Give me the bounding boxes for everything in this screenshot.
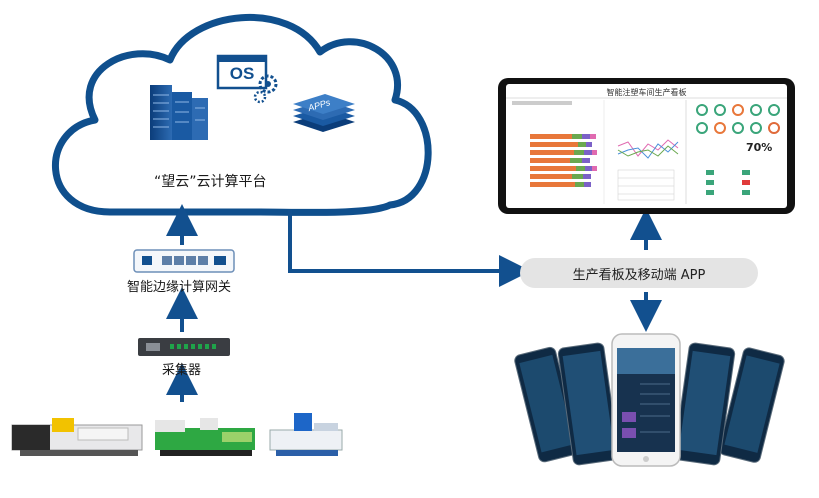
cloud-to-app-connector	[288, 210, 531, 287]
app-pill-label: 生产看板及移动端 APP	[572, 267, 706, 283]
dashboard-status-rows	[706, 170, 750, 195]
collector-label: 采集器	[162, 363, 202, 378]
dashboard-gauges	[696, 104, 780, 134]
apps-stack-icon	[293, 94, 355, 132]
injection-machine-1	[11, 418, 143, 456]
cloud-shape	[51, 13, 432, 216]
gateway-label: 智能边缘计算网关	[127, 280, 232, 295]
os-icon-text: OS	[230, 64, 255, 83]
dashboard-graphics	[506, 97, 787, 204]
injection-machine-3	[269, 413, 343, 456]
os-icon	[216, 54, 278, 104]
dashboard-screen: 智能注塑车间生产看板	[506, 84, 787, 208]
dashboard-title: 智能注塑车间生产看板	[606, 88, 687, 97]
edge-gateway-device	[133, 249, 235, 273]
data-collector-device	[138, 338, 230, 356]
dashboard-stacked-bars	[530, 134, 597, 187]
app-pill: 生产看板及移动端 APP	[520, 258, 758, 288]
dashboard-line-chart	[617, 139, 679, 159]
dashboard-table	[617, 169, 675, 201]
mobile-phones-fan	[514, 333, 785, 467]
cloud-platform-label: “望云”云计算平台	[154, 174, 267, 190]
injection-machine-2	[155, 418, 255, 456]
server-rack-icon	[150, 85, 208, 140]
dashboard-percent: 70%	[746, 141, 773, 154]
